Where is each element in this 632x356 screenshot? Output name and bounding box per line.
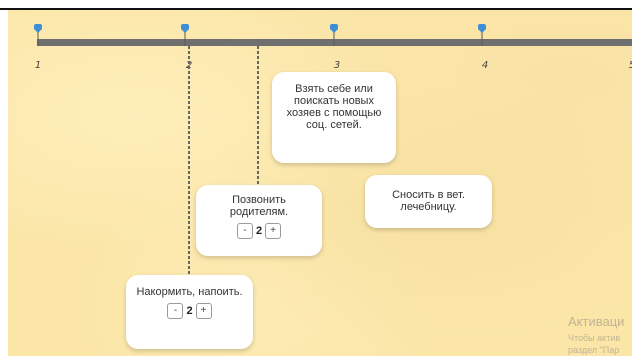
timeline-canvas: 1 2 3 4 5 Взять себе или поискать новых … — [8, 10, 632, 356]
activation-watermark-title: Активаци — [568, 314, 625, 329]
timeline-marker-1[interactable] — [33, 24, 43, 46]
call-parents-increment-button[interactable]: + — [265, 223, 282, 239]
feed-decrement-button[interactable]: - — [167, 303, 184, 319]
window-top-edge — [0, 0, 632, 10]
call-parents-decrement-button[interactable]: - — [236, 223, 253, 239]
card-call-parents-text: Позвонить родителям. — [229, 194, 289, 218]
call-parents-count: 2 — [255, 225, 263, 237]
feed-increment-button[interactable]: + — [195, 303, 212, 319]
card-vet-clinic[interactable]: Сносить в вет. лечебницу. — [365, 175, 492, 228]
feed-count: 2 — [186, 305, 193, 317]
tick-label-5: 5 — [622, 60, 632, 71]
card-feed[interactable]: Накормить, напоить. - 2 + — [126, 275, 253, 349]
connector-line-call-parents — [257, 46, 259, 186]
tick-label-3: 3 — [333, 60, 341, 71]
tick-label-1: 1 — [34, 60, 42, 71]
card-vet-clinic-text: Сносить в вет. лечебницу. — [392, 189, 465, 213]
card-feed-text: Накормить, напоить. — [136, 286, 243, 298]
timeline-marker-2[interactable] — [180, 24, 190, 46]
tick-label-4: 4 — [481, 60, 489, 71]
card-take-pet-text: Взять себе или поискать новых хозяев с п… — [286, 83, 382, 131]
activation-watermark-line-2: раздел "Пар — [568, 345, 620, 355]
card-take-pet[interactable]: Взять себе или поискать новых хозяев с п… — [272, 72, 396, 163]
timeline-marker-4[interactable] — [477, 24, 487, 46]
connector-line-feed — [188, 46, 190, 286]
activation-watermark-line-1: Чтобы актив — [568, 333, 621, 343]
card-call-parents[interactable]: Позвонить родителям. - 2 + — [196, 185, 322, 256]
feed-stepper: - 2 + — [167, 303, 212, 319]
call-parents-stepper: - 2 + — [236, 223, 282, 239]
timeline-marker-3[interactable] — [329, 24, 339, 46]
